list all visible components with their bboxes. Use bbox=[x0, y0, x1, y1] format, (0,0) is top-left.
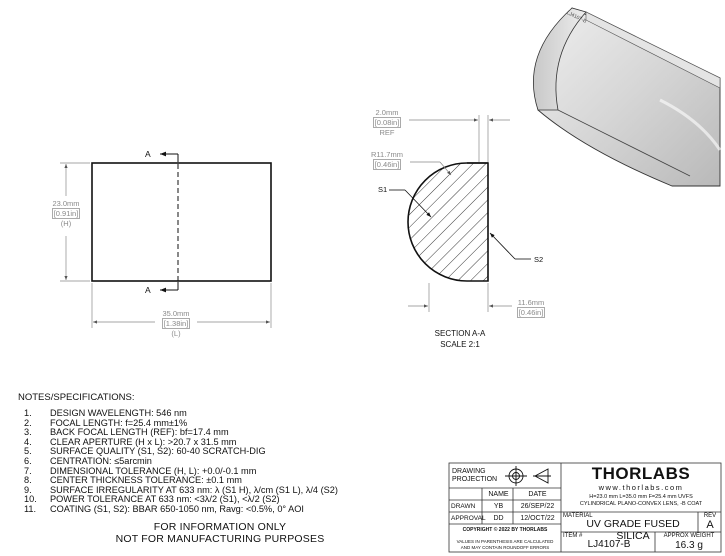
section-marker-bottom: A bbox=[145, 285, 151, 295]
disclaimer-line-2: NOT FOR MANUFACTURING PURPOSES bbox=[115, 533, 325, 545]
length-value: 35.0mm bbox=[162, 309, 190, 318]
note-text: CENTER THICKNESS TOLERANCE: ±0.1 mm bbox=[50, 475, 242, 486]
approval-name: DD bbox=[493, 515, 504, 522]
height-symbol: (H) bbox=[60, 219, 72, 228]
note-number: 7. bbox=[24, 465, 32, 476]
radius-dimension: R11.7mm [0.46in] bbox=[364, 150, 410, 170]
note-text: SURFACE IRREGULARITY AT 633 nm: λ (S1 H)… bbox=[50, 484, 338, 495]
note-item: 10. POWER TOLERANCE AT 633 nm: <3λ/2 (S1)… bbox=[24, 495, 338, 505]
copyright: COPYRIGHT © 2022 BY THORLABS bbox=[462, 527, 548, 533]
radius-value: R11.7mm bbox=[371, 150, 403, 159]
note-number: 3. bbox=[24, 427, 32, 438]
section-caption-title: SECTION A-A bbox=[434, 329, 486, 338]
note-text: POWER TOLERANCE AT 633 nm: <3λ/2 (S1), <… bbox=[50, 494, 280, 505]
drawn-date: 26/SEP/22 bbox=[520, 503, 555, 510]
disclaimer: FOR INFORMATION ONLY NOT FOR MANUFACTURI… bbox=[100, 521, 340, 545]
note-number: 1. bbox=[24, 408, 32, 418]
note-number: 9. bbox=[24, 484, 32, 495]
note-item: 1. DESIGN WAVELENGTH: 546 nm bbox=[24, 408, 338, 419]
thickness-value: 2.0mm bbox=[375, 108, 399, 117]
footnote: VALUES IN PARENTHESIS ARE CALCULATED AND… bbox=[451, 539, 559, 550]
projection-label: DRAWING PROJECTION bbox=[452, 468, 497, 484]
note-text: COATING (S1, S2): BBAR 650-1050 nm, Ravg… bbox=[50, 503, 304, 514]
section-caption: SECTION A-A SCALE 2:1 bbox=[420, 328, 500, 350]
length-dimension: 35.0mm [1.38in] (L) bbox=[155, 309, 197, 338]
center-thickness-value-in: [0.46in] bbox=[516, 307, 546, 318]
note-number: 2. bbox=[24, 417, 32, 428]
note-text: SURFACE QUALITY (S1, S2): 60-40 SCRATCH-… bbox=[50, 446, 266, 457]
height-value: 23.0mm bbox=[52, 199, 80, 208]
note-item: 4. CLEAR APERTURE (H x L): >20.7 x 31.5 m… bbox=[24, 436, 338, 448]
surface-s2-label: S2 bbox=[534, 255, 544, 264]
length-symbol: (L) bbox=[171, 329, 181, 338]
note-item: 3. BACK FOCAL LENGTH (REF): bf=17.4 mm bbox=[24, 427, 338, 438]
note-item: 11. COATING (S1, S2): BBAR 650-1050 nm, R… bbox=[24, 503, 338, 515]
drawn-label: DRAWN bbox=[451, 503, 476, 510]
note-number: 6. bbox=[24, 455, 32, 466]
approval-label: APPROVAL bbox=[451, 515, 486, 522]
projection-label-line-2: PROJECTION bbox=[452, 476, 498, 483]
note-text: CLEAR APERTURE (H x L): >20.7 x 31.5 mm bbox=[50, 436, 237, 447]
website: www.thorlabs.com bbox=[598, 483, 684, 492]
note-text: CENTRATION: ≤5arcmin bbox=[50, 455, 152, 466]
rev-value: A bbox=[706, 519, 714, 531]
part-description: H=23.0 mm L=35.0 mm F=25.4 mm UVFS CYLIN… bbox=[563, 494, 719, 507]
footnote-line-1: VALUES IN PARENTHESIS ARE CALCULATED bbox=[456, 539, 554, 544]
length-value-in: [1.38in] bbox=[161, 318, 191, 329]
drawn-name: YB bbox=[493, 503, 504, 510]
disclaimer-line-1: FOR INFORMATION ONLY bbox=[153, 521, 287, 533]
col-date-header: DATE bbox=[528, 491, 547, 498]
projection-symbol bbox=[505, 466, 551, 486]
projection-label-line-1: DRAWING bbox=[452, 468, 486, 475]
description-line-2: CYLINDRICAL PLANO-CONVEX LENS, -B COAT bbox=[579, 500, 703, 507]
height-value-in: [0.91in] bbox=[51, 208, 81, 219]
col-name-header: NAME bbox=[488, 491, 509, 498]
thickness-ref: REF bbox=[379, 128, 395, 137]
weight-label: APPROX WEIGHT bbox=[663, 533, 715, 539]
rev-label: REV bbox=[703, 513, 717, 519]
height-dimension: 23.0mm [0.91in] (H) bbox=[44, 199, 88, 228]
notes-list: 1. DESIGN WAVELENGTH: 546 nm 2. FOCAL LENGT… bbox=[24, 408, 338, 515]
section-caption-scale: SCALE 2:1 bbox=[440, 340, 480, 349]
description-line-1: H=23.0 mm L=35.0 mm F=25.4 mm UVFS bbox=[589, 494, 693, 500]
center-thickness-value: 11.6mm bbox=[517, 298, 545, 307]
note-number: 8. bbox=[24, 475, 32, 486]
note-text: DIMENSIONAL TOLERANCE (H, L): +0.0/-0.1 … bbox=[50, 465, 257, 476]
note-number: 11. bbox=[24, 503, 37, 514]
notes-title: NOTES/SPECIFICATIONS: bbox=[18, 392, 135, 403]
note-item: 5. SURFACE QUALITY (S1, S2): 60-40 SCRATC… bbox=[24, 447, 338, 457]
note-item: 2. FOCAL LENGTH: f=25.4 mm±1% bbox=[24, 417, 338, 429]
surface-s1-label: S1 bbox=[378, 185, 388, 194]
section-view bbox=[389, 115, 531, 312]
front-view bbox=[60, 151, 272, 328]
radius-value-in: [0.46in] bbox=[372, 159, 402, 170]
note-item: 8. CENTER THICKNESS TOLERANCE: ±0.1 mm bbox=[24, 475, 338, 486]
note-item: 9. SURFACE IRREGULARITY AT 633 nm: λ (S1 … bbox=[24, 484, 338, 496]
thickness-value-in: [0.08in] bbox=[372, 117, 402, 128]
weight-value: 16.3 g bbox=[675, 540, 703, 551]
material-label: MATERIAL bbox=[563, 513, 593, 519]
center-thickness-dimension: 11.6mm [0.46in] bbox=[511, 298, 551, 318]
note-number: 4. bbox=[24, 436, 32, 447]
material-value: UV GRADE FUSED SILICA bbox=[586, 518, 680, 542]
note-text: DESIGN WAVELENGTH: 546 nm bbox=[50, 408, 187, 418]
note-text: FOCAL LENGTH: f=25.4 mm±1% bbox=[50, 417, 188, 428]
item-label: ITEM # bbox=[563, 533, 583, 539]
note-item: 7. DIMENSIONAL TOLERANCE (H, L): +0.0/-0.… bbox=[24, 465, 338, 477]
title-block-frame bbox=[448, 462, 722, 553]
thorlabs-logo: THORLABS bbox=[591, 464, 691, 483]
approval-date: 12/OCT/22 bbox=[520, 515, 555, 522]
thickness-dimension: 2.0mm [0.08in] REF bbox=[367, 108, 407, 137]
item-number: LJ4107-B bbox=[587, 539, 631, 550]
note-text: BACK FOCAL LENGTH (REF): bf=17.4 mm bbox=[50, 427, 229, 438]
isometric-view bbox=[532, 7, 722, 187]
note-number: 10. bbox=[24, 494, 37, 505]
section-marker-top: A bbox=[145, 149, 151, 159]
note-item: 6. CENTRATION: ≤5arcmin bbox=[24, 455, 338, 467]
note-number: 5. bbox=[24, 446, 32, 457]
footnote-line-2: AND MAY CONTAIN ROUNDOFF ERRORS bbox=[460, 544, 550, 550]
